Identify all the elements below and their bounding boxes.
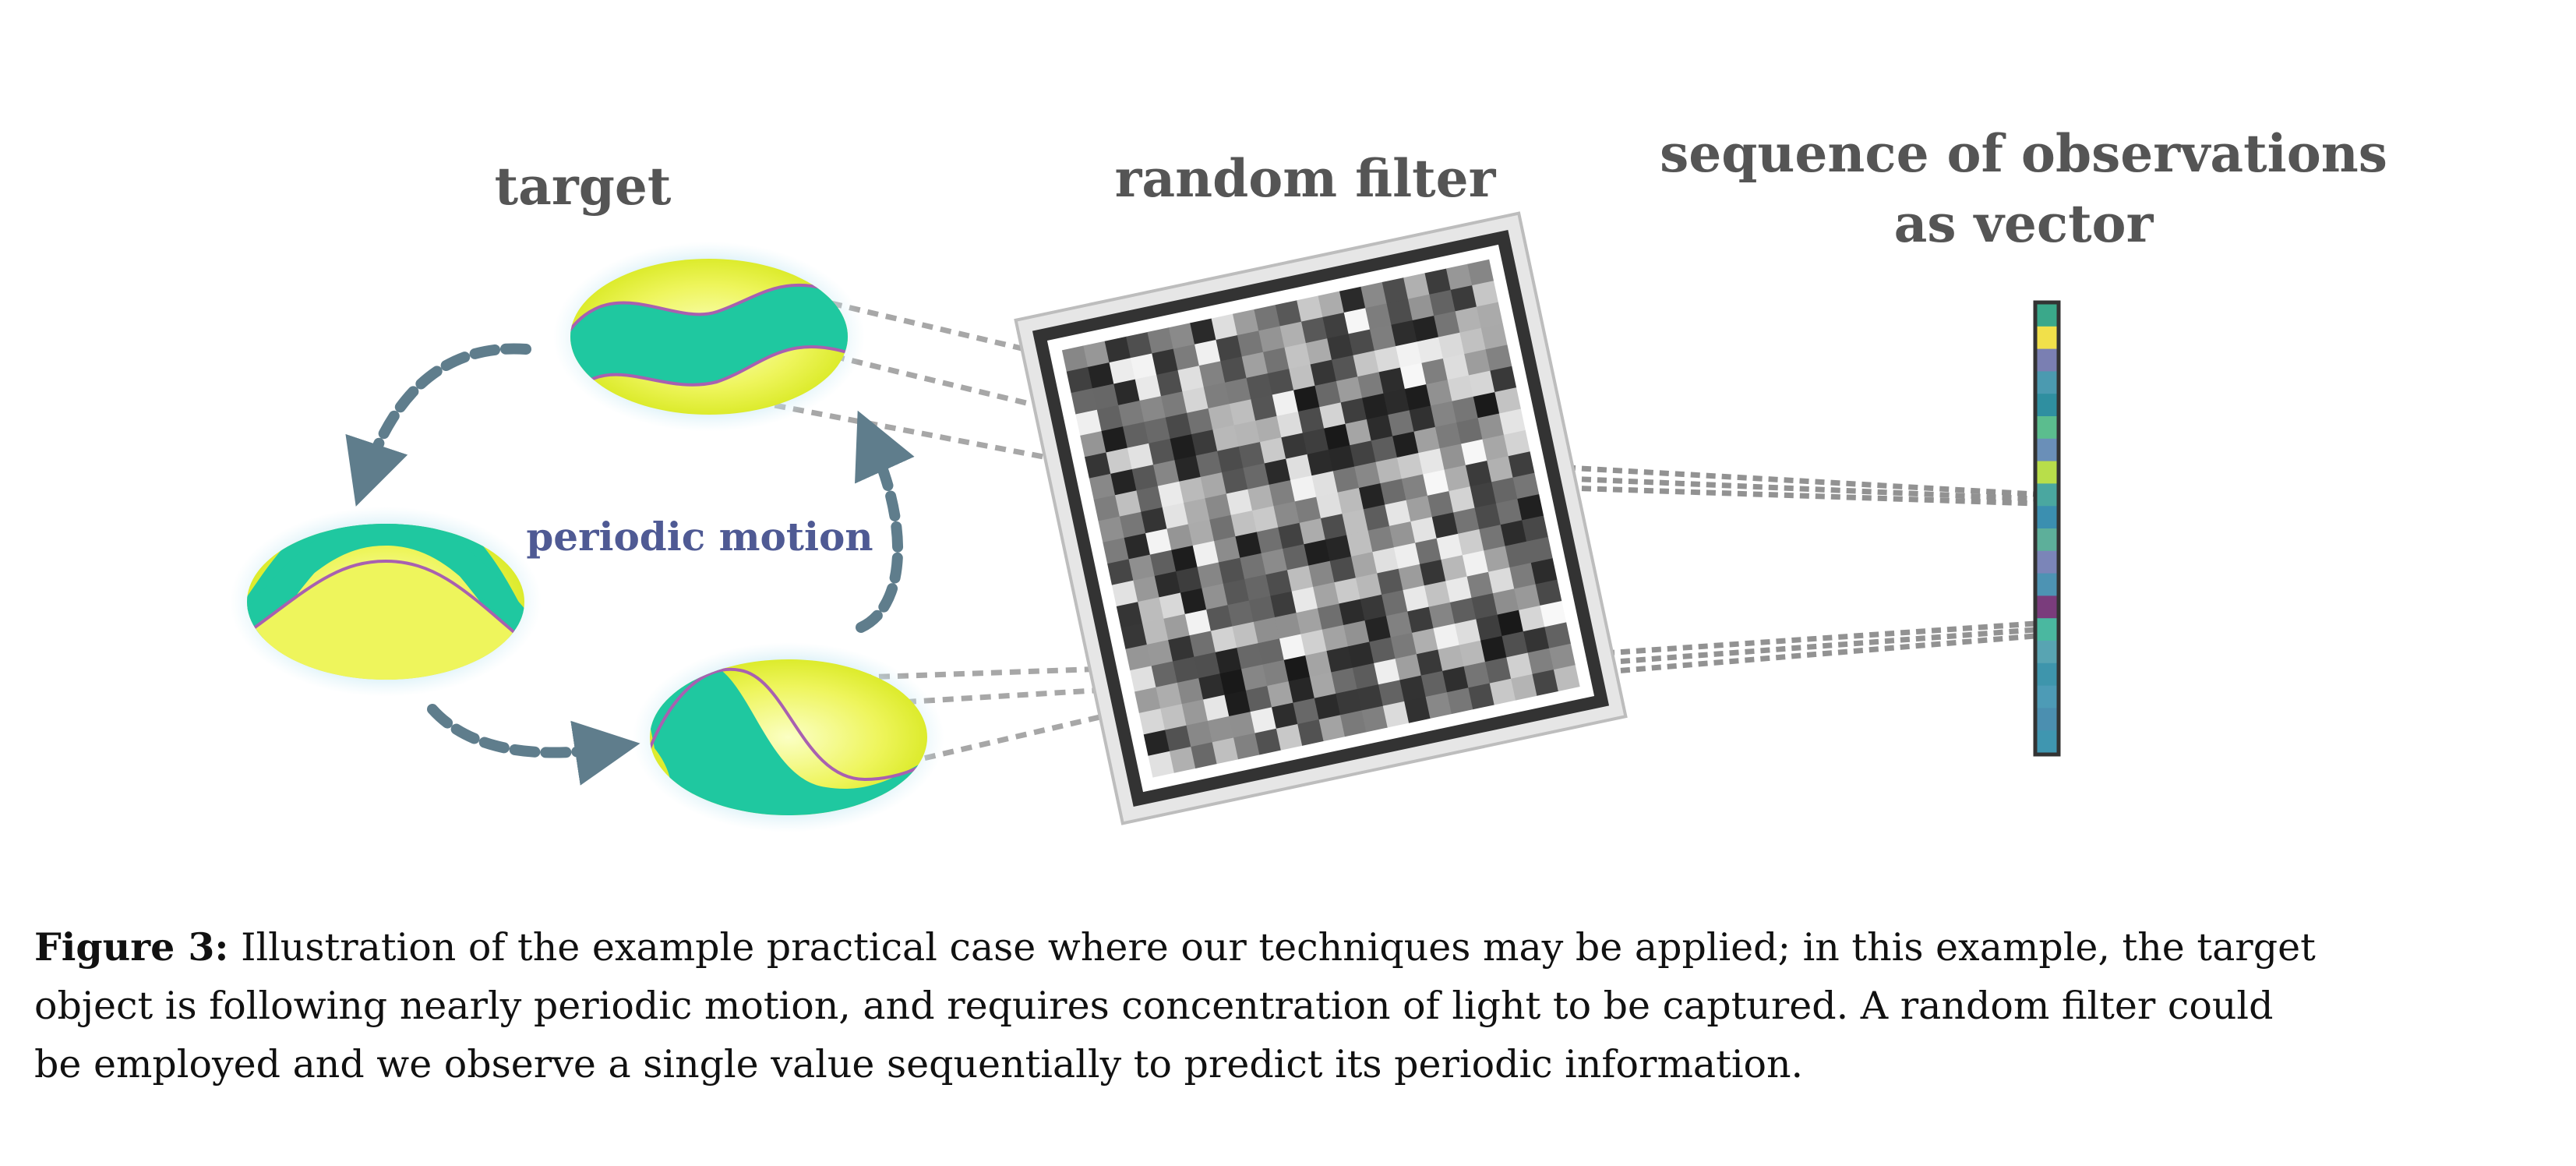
vector-label-line1: sequence of observations xyxy=(1660,123,2387,184)
caption-line-2: object is following nearly periodic moti… xyxy=(34,984,2274,1028)
random-filter xyxy=(1014,211,1628,825)
target-state-2 xyxy=(230,507,542,697)
vector-label-line2: as vector xyxy=(1894,193,2154,254)
caption-line-1: Figure 3: Illustration of the example pr… xyxy=(34,918,2543,977)
target-state-1 xyxy=(553,242,865,432)
random-filter-grid xyxy=(1061,259,1580,778)
caption-line-3: be employed and we observe a single valu… xyxy=(34,1042,1804,1086)
random-filter-label: random filter xyxy=(1115,148,1497,209)
projection-lines-filter-to-vector xyxy=(1565,465,2036,675)
figure-caption: Figure 3: Illustration of the example pr… xyxy=(34,918,2543,1094)
caption-figure-label: Figure 3: xyxy=(34,924,229,970)
caption-line-1-text: Illustration of the example practical ca… xyxy=(241,925,2316,970)
periodic-motion-label: periodic motion xyxy=(526,514,873,560)
motion-arrows xyxy=(345,343,915,786)
target-state-3 xyxy=(633,642,944,832)
figure-illustration: target random filter sequence of observa… xyxy=(230,123,2387,832)
observation-vector xyxy=(2033,300,2061,757)
target-label: target xyxy=(495,156,672,217)
